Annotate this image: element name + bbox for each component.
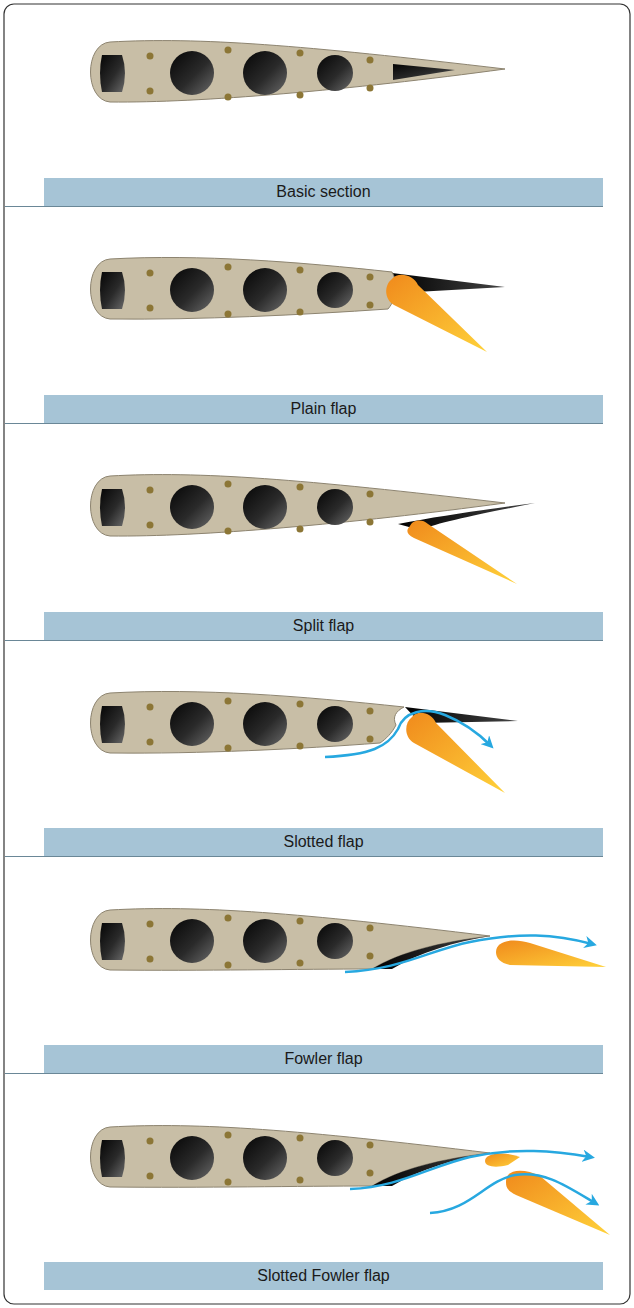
label-band: Fowler flap — [44, 1045, 603, 1073]
flap-label: Split flap — [293, 617, 354, 635]
flap-label: Plain flap — [291, 400, 357, 418]
flap-label: Slotted flap — [283, 833, 363, 851]
label-band: Basic section — [44, 178, 603, 206]
label-band: Plain flap — [44, 395, 603, 423]
label-band: Split flap — [44, 612, 603, 640]
flap-label: Basic section — [276, 183, 370, 201]
flap-label: Fowler flap — [284, 1050, 362, 1068]
label-band: Slotted flap — [44, 828, 603, 856]
flap-label: Slotted Fowler flap — [257, 1267, 390, 1285]
label-band: Slotted Fowler flap — [44, 1262, 603, 1290]
